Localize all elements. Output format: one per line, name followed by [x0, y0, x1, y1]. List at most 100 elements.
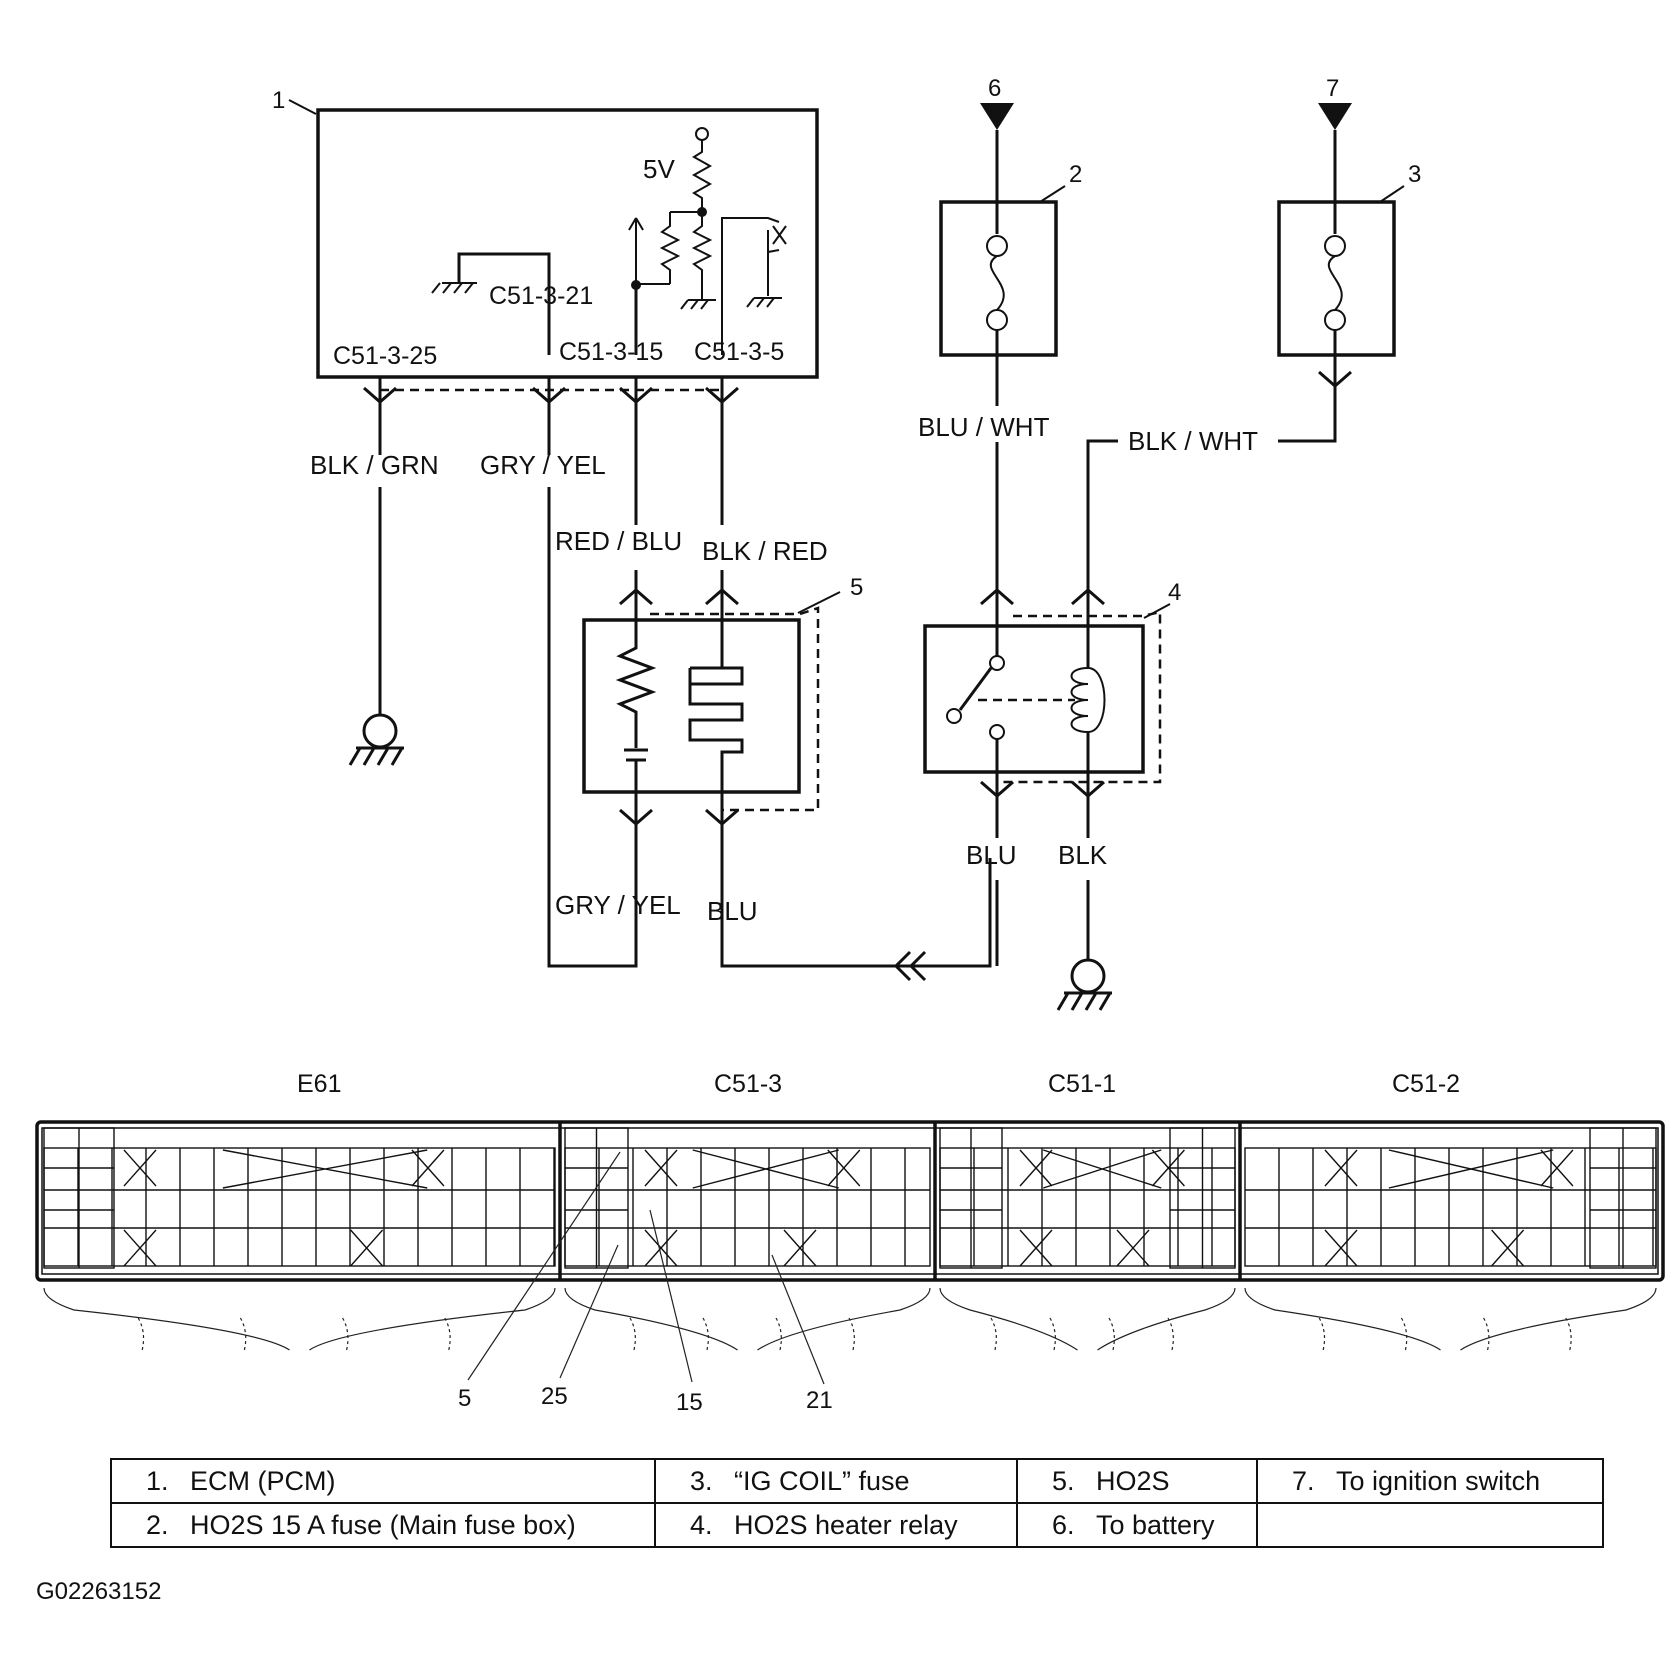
callout-fuse-main: 2: [1069, 161, 1082, 188]
connector-cavity-block: [564, 1147, 931, 1267]
unused-pin-mark: [123, 1229, 157, 1267]
connector-brace-hint: [1565, 1317, 1572, 1351]
unused-pin-mark: [411, 1149, 445, 1187]
ecm-connector-face: E61 C51-3 C51-1 C51-2 5 25 15 21: [35, 1070, 1665, 1416]
connector-brace-hint: [342, 1317, 349, 1351]
connector-brace-hint: [137, 1317, 145, 1351]
callout-fuse-ig: 3: [1408, 161, 1421, 188]
connector-row-line: [940, 1167, 1002, 1211]
unused-pin-mark: [1540, 1149, 1574, 1187]
pin-callout-15: 15: [676, 1389, 703, 1416]
connector-row-line: [1170, 1167, 1235, 1211]
ecm-connector-pins: [363, 378, 739, 404]
ecm-block: 1 5V C51-3-21 C51-3-25 C51-3-15 C51-3-5: [272, 87, 819, 379]
connector-brace: [43, 1287, 556, 1351]
wire-label-blk-relay: BLK: [1058, 840, 1108, 870]
connector-cavity-block: [1244, 1147, 1657, 1267]
unused-pin-mark: [827, 1149, 861, 1187]
callout-ho2s: 5: [850, 574, 863, 601]
unused-pin-mark: [123, 1149, 157, 1187]
figure-id: G02263152: [36, 1578, 162, 1605]
legend-row: 2.HO2S 15 A fuse (Main fuse box) 4.HO2S …: [110, 1502, 1604, 1548]
legend-cell: 5.HO2S: [1016, 1458, 1258, 1504]
connector-brace-hint: [1108, 1317, 1115, 1351]
unused-pin-mark: [692, 1149, 839, 1189]
connector-brace: [564, 1287, 931, 1351]
connector-brace-hint: [702, 1317, 709, 1351]
connector-brace-hint: [1167, 1317, 1174, 1351]
callout-relay: 4: [1168, 579, 1181, 606]
unused-pin-mark: [1116, 1229, 1150, 1267]
terminal-c51-3-25: C51-3-25: [333, 342, 437, 370]
unused-pin-mark: [1151, 1149, 1185, 1187]
fuse-ig-coil: 7 3 BLK / WHT: [1086, 75, 1421, 620]
connector-row-line: [565, 1167, 628, 1211]
component-legend: 1.ECM (PCM) 3.“IG COIL” fuse 5.HO2S 7.To…: [110, 1458, 1604, 1548]
legend-cell: 7.To ignition switch: [1256, 1458, 1604, 1504]
callout-ignition: 7: [1326, 75, 1339, 102]
connector-braces: [43, 1287, 1657, 1351]
unused-pin-mark: [1324, 1149, 1358, 1187]
ecm-wiring: BLK / GRN GRY / YEL RED / BLU BLK / RED: [310, 402, 828, 968]
connector-brace: [939, 1287, 1236, 1351]
fuse-main-15a: 6 2 BLU / WHT: [918, 75, 1082, 620]
unused-pin-mark: [1491, 1229, 1525, 1267]
wire-label-blk-wht: BLK / WHT: [1128, 426, 1258, 456]
connector-cavity-block: [939, 1147, 1236, 1267]
connector-header-c51-2: C51-2: [1392, 1070, 1460, 1098]
wire-label-blu-wht: BLU / WHT: [918, 412, 1050, 442]
unused-pin-mark: [1019, 1229, 1053, 1267]
connector-cavity-block: [43, 1147, 556, 1267]
supply-voltage-label: 5V: [643, 154, 675, 184]
connector-brace-hint: [629, 1317, 636, 1351]
callout-battery: 6: [988, 75, 1001, 102]
connector-brace: [1244, 1287, 1657, 1351]
connector-brace-hint: [444, 1317, 451, 1351]
terminal-c51-3-15: C51-3-15: [559, 338, 663, 366]
legend-cell: 2.HO2S 15 A fuse (Main fuse box): [110, 1502, 656, 1548]
unused-pin-mark: [644, 1149, 678, 1187]
legend-cell: 1.ECM (PCM): [110, 1458, 656, 1504]
terminal-c51-3-5: C51-3-5: [694, 338, 784, 366]
connector-brace-hint: [848, 1317, 855, 1351]
wire-label-blk-red: BLK / RED: [702, 536, 828, 566]
wire-label-gry-yel-bottom: GRY / YEL: [555, 890, 681, 920]
pin-callout-21: 21: [806, 1387, 833, 1414]
connector-header-e61: E61: [297, 1070, 341, 1098]
connector-pin-grid: [43, 1122, 1657, 1280]
wire-label-blu-relay: BLU: [966, 840, 1017, 870]
ho2s-sensor: 5 GRY / YEL BLU: [555, 570, 992, 982]
wire-label-gry-yel-top: GRY / YEL: [480, 450, 606, 480]
pin-callout-25: 25: [541, 1383, 568, 1410]
connector-brace-hint: [239, 1317, 247, 1351]
callout-ecm: 1: [272, 87, 285, 114]
connector-brace-hint: [1400, 1317, 1408, 1351]
legend-cell: 4.HO2S heater relay: [654, 1502, 1018, 1548]
connector-brace-hint: [990, 1317, 997, 1351]
legend-cell: [1256, 1502, 1604, 1548]
unused-pin-mark: [1043, 1149, 1162, 1189]
unused-pin-mark: [1019, 1149, 1053, 1187]
ho2s-heater-relay: 4 BLU BLK: [923, 579, 1181, 1011]
connector-row-line: [44, 1167, 114, 1211]
wire-label-blk-grn: BLK / GRN: [310, 450, 439, 480]
connector-header-c51-3: C51-3: [714, 1070, 782, 1098]
legend-cell: 6.To battery: [1016, 1502, 1258, 1548]
legend-row: 1.ECM (PCM) 3.“IG COIL” fuse 5.HO2S 7.To…: [110, 1458, 1604, 1504]
unused-pin-mark: [350, 1229, 384, 1267]
unused-pin-mark: [1324, 1229, 1358, 1267]
legend-cell: 3.“IG COIL” fuse: [654, 1458, 1018, 1504]
terminal-c51-3-21: C51-3-21: [489, 282, 593, 310]
unused-pin-mark: [783, 1229, 817, 1267]
wire-label-blu-sensor: BLU: [707, 896, 758, 926]
unused-pin-mark: [644, 1229, 678, 1267]
connector-brace-hint: [775, 1317, 782, 1351]
connector-row-line: [1590, 1167, 1656, 1211]
unused-pin-mark: [1388, 1149, 1554, 1189]
connector-brace-hint: [1483, 1317, 1490, 1351]
connector-header-c51-1: C51-1: [1048, 1070, 1116, 1098]
pin-callout-5: 5: [458, 1385, 471, 1412]
connector-brace-hint: [1318, 1317, 1326, 1351]
unused-pin-mark: [222, 1149, 428, 1189]
